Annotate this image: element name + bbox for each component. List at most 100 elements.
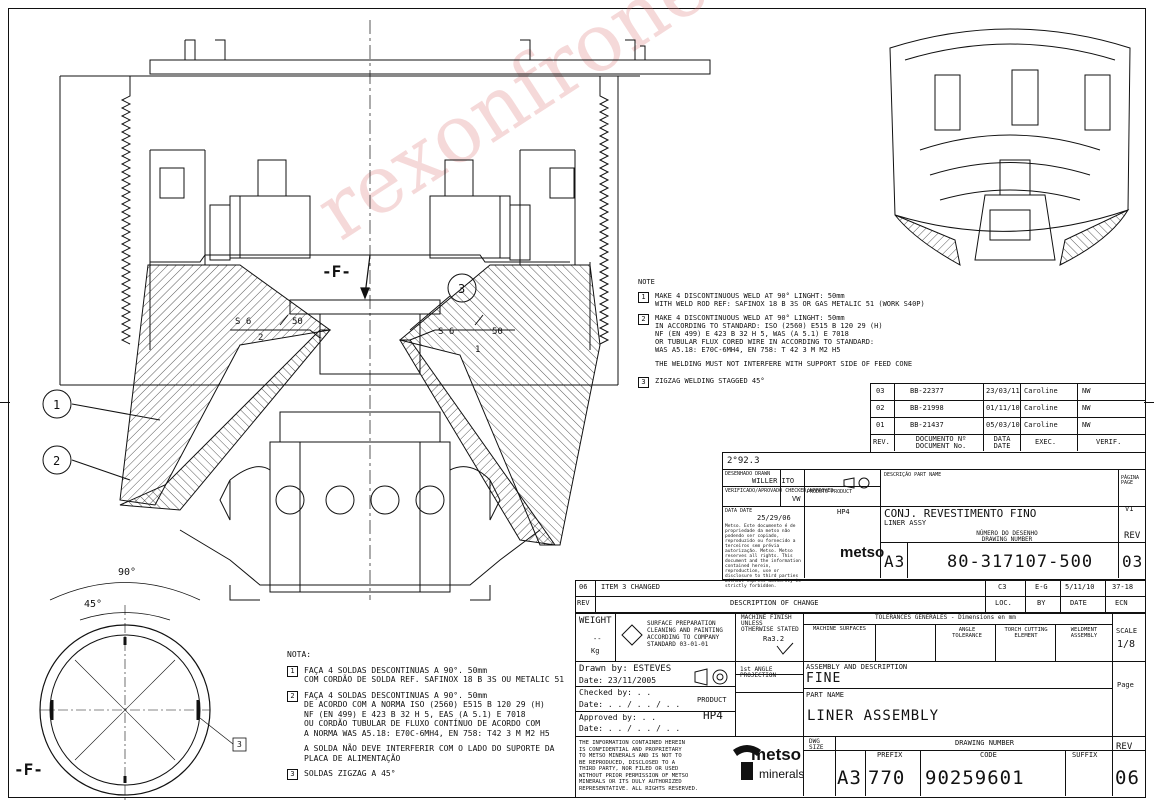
confidential-text-line: REPRESENTATIVE. ALL RIGHTS RESERVED. — [579, 785, 699, 792]
confidential-text-line: IS CONFIDENTIAL AND PROPRIETARY — [579, 746, 682, 753]
upper-product: HP4 — [837, 508, 850, 516]
upper-format: A3 — [884, 552, 906, 571]
upper-drawn-label: DESENHADO DRAWN — [725, 471, 771, 477]
lower-product-label: PRODUCT — [697, 696, 727, 704]
upper-drawing-number-label: NÚMERO DO DESENHO DRAWING NUMBER — [976, 530, 1038, 543]
rev-upper-verif: NW — [1082, 387, 1091, 395]
rev-upper-header-exec: EXEC. — [1035, 438, 1057, 446]
note-en-item-number: 2 — [638, 314, 649, 325]
lower-date: Date: 23/11/2005 — [579, 676, 657, 685]
lower-tol-weld: WELDMENT ASSEMBLY — [1070, 627, 1098, 639]
title-block-upper: 2°92.3 DESENHADO DRAWN WILLER ITO VERIFI… — [722, 452, 1146, 589]
lower-scale-label: SCALE — [1116, 627, 1138, 635]
lower-approved-by: Approved by: . . — [579, 713, 657, 722]
confidential-text-line: WITHOUT PRIOR PERMISSION OF METSO — [579, 772, 689, 779]
confidential-text-line: THIRD PARTY, NOR FILED OR USED — [579, 766, 679, 772]
upper-product-label: PRODUTO PRODUCT — [807, 489, 853, 495]
rev-upper-exec: Caroline — [1024, 421, 1058, 429]
lower-company-logo: metso — [751, 745, 802, 764]
note-en-title: NOTE — [638, 278, 655, 286]
note-en-item-number: 3 — [638, 377, 649, 388]
lower-rev: 06 — [1115, 767, 1140, 789]
note-pt-item: A SOLDA NÃO DEVE INTERFERIR COM O LADO D… — [287, 744, 564, 763]
upper-scale: 2°92.3 — [727, 456, 760, 466]
lower-weight: -- — [593, 635, 602, 643]
revision-table-lower: 06 ITEM 3 CHANGED C3 E-G 5/11/10 37-18 R… — [575, 580, 1146, 614]
lower-suffix-label: SUFFIX — [1072, 751, 1098, 759]
weld-symbol-left-ref: 2 — [258, 333, 264, 343]
machine-finish-line: MACHINE FINISH — [741, 614, 792, 621]
rev-lower-header-rev: REV — [577, 599, 590, 607]
confidential-text-line: TO METSO MINERALS AND IS NOT TO — [579, 753, 682, 759]
note-en-item-line: WITH WELD ROD REF: SAFINOX 18 B 3S OR GA… — [655, 300, 925, 308]
note-pt-item-line: SOLDAS ZIGZAG A 45° — [304, 769, 396, 778]
lower-assembly: FINE — [806, 671, 842, 686]
rev-upper-exec: Caroline — [1024, 404, 1058, 412]
lower-product: HP4 — [703, 709, 723, 722]
lower-format: A3 — [837, 767, 862, 789]
surface-finish-diamond-icon — [621, 624, 643, 646]
border-tick-left — [0, 402, 10, 403]
upper-description-pt: CONJ. REVESTIMENTO FINO — [884, 507, 1037, 520]
rev-upper-verif: NW — [1082, 404, 1091, 412]
upper-drawing-number: 80-317107-500 — [947, 552, 1094, 572]
lower-checked-by: Checked by: . . — [579, 688, 652, 697]
lower-projection: 1st ANGLE PROJECTION — [740, 666, 777, 679]
rev-lower-by: E-G — [1035, 583, 1048, 591]
lower-tol-flame: TORCH CUTTING ELEMENT — [1004, 627, 1048, 639]
machine-finish-line: OTHERWISE STATED — [741, 626, 799, 633]
rev-upper-verif: NW — [1082, 421, 1091, 429]
note-pt-item-line: A SOLDA NÃO DEVE INTERFERIR COM O LADO D… — [304, 744, 555, 753]
rev-upper-doc: BB-22377 — [910, 387, 944, 395]
rev-upper-rev: 02 — [876, 404, 885, 412]
lower-weight-unit: Kg — [591, 647, 600, 655]
surface-text-line: CLEANING AND PAINTING — [647, 627, 723, 634]
weld-symbol-left: S 6 — [235, 317, 252, 327]
confidential-text-line: BE REPRODUCED, DISCLOSED TO A — [579, 759, 676, 766]
note-en-item-line: MAKE 4 DISCONTINUOUS WELD AT 90° LINGHT:… — [655, 314, 845, 322]
note-pt-item-line: OU CORDÃO TUBULAR DE FLUXO CONTÍNUO DE A… — [304, 719, 541, 728]
note-pt-item: 3 SOLDAS ZIGZAG A 45° — [287, 769, 564, 780]
note-en-item-number: 1 — [638, 292, 649, 303]
confidential-text-line: MINERALS OR ITS DULY AUTHORIZED — [579, 779, 682, 785]
upper-rev: 03 — [1122, 552, 1144, 571]
note-en-item-line: WAS A5.18: E70C-6MH4, EN 758: T 42 3 M M… — [655, 346, 841, 354]
weld-symbol-right-ref: 1 — [475, 345, 481, 355]
rev-lower-loc: C3 — [998, 583, 1007, 591]
callout-2: 2 — [53, 454, 61, 468]
note-en-item-line: THE WELDING MUST NOT INTERFERE WITH SUPP… — [655, 360, 913, 368]
lower-prefix: 770 — [868, 767, 906, 789]
surface-text-line: STANDARD 03-01-01 — [647, 641, 709, 648]
rev-upper-header-date: DATA DATE — [993, 435, 1011, 450]
confidential-text-line: THE INFORMATION CONTAINED HEREIN — [579, 740, 685, 746]
section-marker-f-top: -F- — [322, 262, 351, 281]
rev-lower-ecn: 37-18 — [1112, 583, 1134, 591]
upper-description-label: DESCRIÇÃO PART NAME — [884, 472, 942, 478]
upper-date: 25/29/06 — [757, 514, 791, 522]
rev-lower-header-date: DATE — [1070, 599, 1087, 607]
rev-upper-date: 23/03/11 — [986, 387, 1020, 395]
lower-dwg-label: DWG SIZE — [809, 738, 824, 751]
note-pt-item-line: PLACA DE ALIMENTAÇÃO — [304, 753, 401, 763]
note-pt-item-line: A NORMA WAS A5.18: E70C-6MH4, EN 758: T4… — [304, 728, 550, 738]
rev-upper-doc: BB-21998 — [910, 404, 944, 412]
border-tick-right — [1144, 402, 1154, 403]
note-pt-item-number: 2 — [287, 690, 298, 702]
lower-part-name: LINER ASSEMBLY — [807, 708, 940, 724]
note-pt-item-number: 3 — [287, 769, 298, 780]
note-pt-item-line: COM CORDÃO DE SOLDA REF. SAFINOX 18 B 3S… — [304, 675, 565, 684]
lower-tol-angle: ANGLE TOLERANCE — [952, 627, 982, 639]
note-pt-item-line: NF (EN 499) E 423 B 32 H 5, EAS (A 5.1) … — [304, 709, 526, 719]
rev-lower-date: 5/11/10 — [1065, 583, 1095, 591]
upper-description-en: LINER ASSY — [884, 519, 927, 527]
rev-upper-rev: 01 — [876, 421, 885, 429]
note-en-item-line: IN ACCORDING TO STANDARD: ISO (2560) E51… — [655, 322, 883, 330]
note-pt-title: NOTA: — [287, 650, 312, 659]
note-en-item: 2 MAKE 4 DISCONTINUOUS WELD AT 90° LINGHT… — [638, 314, 925, 354]
